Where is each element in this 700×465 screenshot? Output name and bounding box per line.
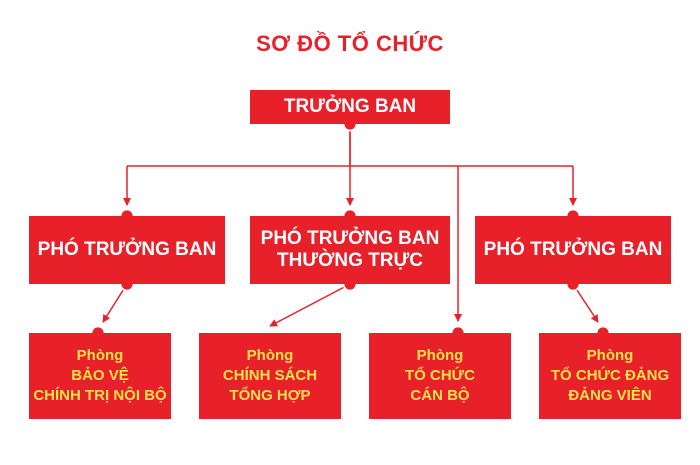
department-box-1: Phòng BẢO VỆ CHÍNH TRỊ NỘI BỘ — [29, 333, 171, 419]
department-label: CÁN BỘ — [410, 387, 470, 404]
department-label: CHÍNH TRỊ NỘI BỘ — [33, 387, 167, 404]
deputy-label: PHÓ TRƯỞNG BAN — [37, 239, 217, 260]
link-deputy2-dept2 — [269, 283, 351, 327]
department-box-2: Phòng CHÍNH SÁCH TỔNG HỢP — [199, 333, 341, 419]
department-label: Phòng — [416, 347, 464, 364]
department-label: CHÍNH SÁCH — [222, 367, 318, 384]
deputy-label: THƯỜNG TRỰC — [277, 250, 423, 271]
department-label: Phòng — [586, 347, 634, 364]
department-label: TỔNG HỢP — [229, 387, 311, 404]
link-deputy1-dept1 — [102, 283, 128, 323]
deputy-box-1: PHÓ TRƯỞNG BAN — [29, 216, 225, 284]
department-box-4: Phòng TỔ CHỨC ĐẢNG ĐẢNG VIÊN — [539, 333, 681, 419]
head-label: TRƯỞNG BAN — [283, 96, 417, 117]
department-label: Phòng — [76, 347, 124, 364]
department-label: ĐẢNG VIÊN — [568, 387, 652, 404]
deputy-label: PHÓ TRƯỞNG BAN — [260, 228, 440, 249]
deputy-label: PHÓ TRƯỞNG BAN — [483, 239, 663, 260]
department-label: Phòng — [246, 347, 294, 364]
chart-title: SƠ ĐỒ TỔ CHỨC — [256, 31, 444, 56]
department-label: TỔ CHỨC — [405, 367, 475, 384]
head-box: TRƯỞNG BAN — [250, 90, 450, 124]
deputy-box-3: PHÓ TRƯỞNG BAN — [475, 216, 671, 284]
link-deputy3-dept4 — [572, 283, 599, 323]
department-label: TỔ CHỨC ĐẢNG — [550, 367, 670, 384]
deputy-box-2: PHÓ TRƯỞNG BAN THƯỜNG TRỰC — [250, 216, 450, 284]
department-box-3: Phòng TỔ CHỨC CÁN BỘ — [369, 333, 511, 419]
department-label: BẢO VỆ — [71, 367, 129, 384]
